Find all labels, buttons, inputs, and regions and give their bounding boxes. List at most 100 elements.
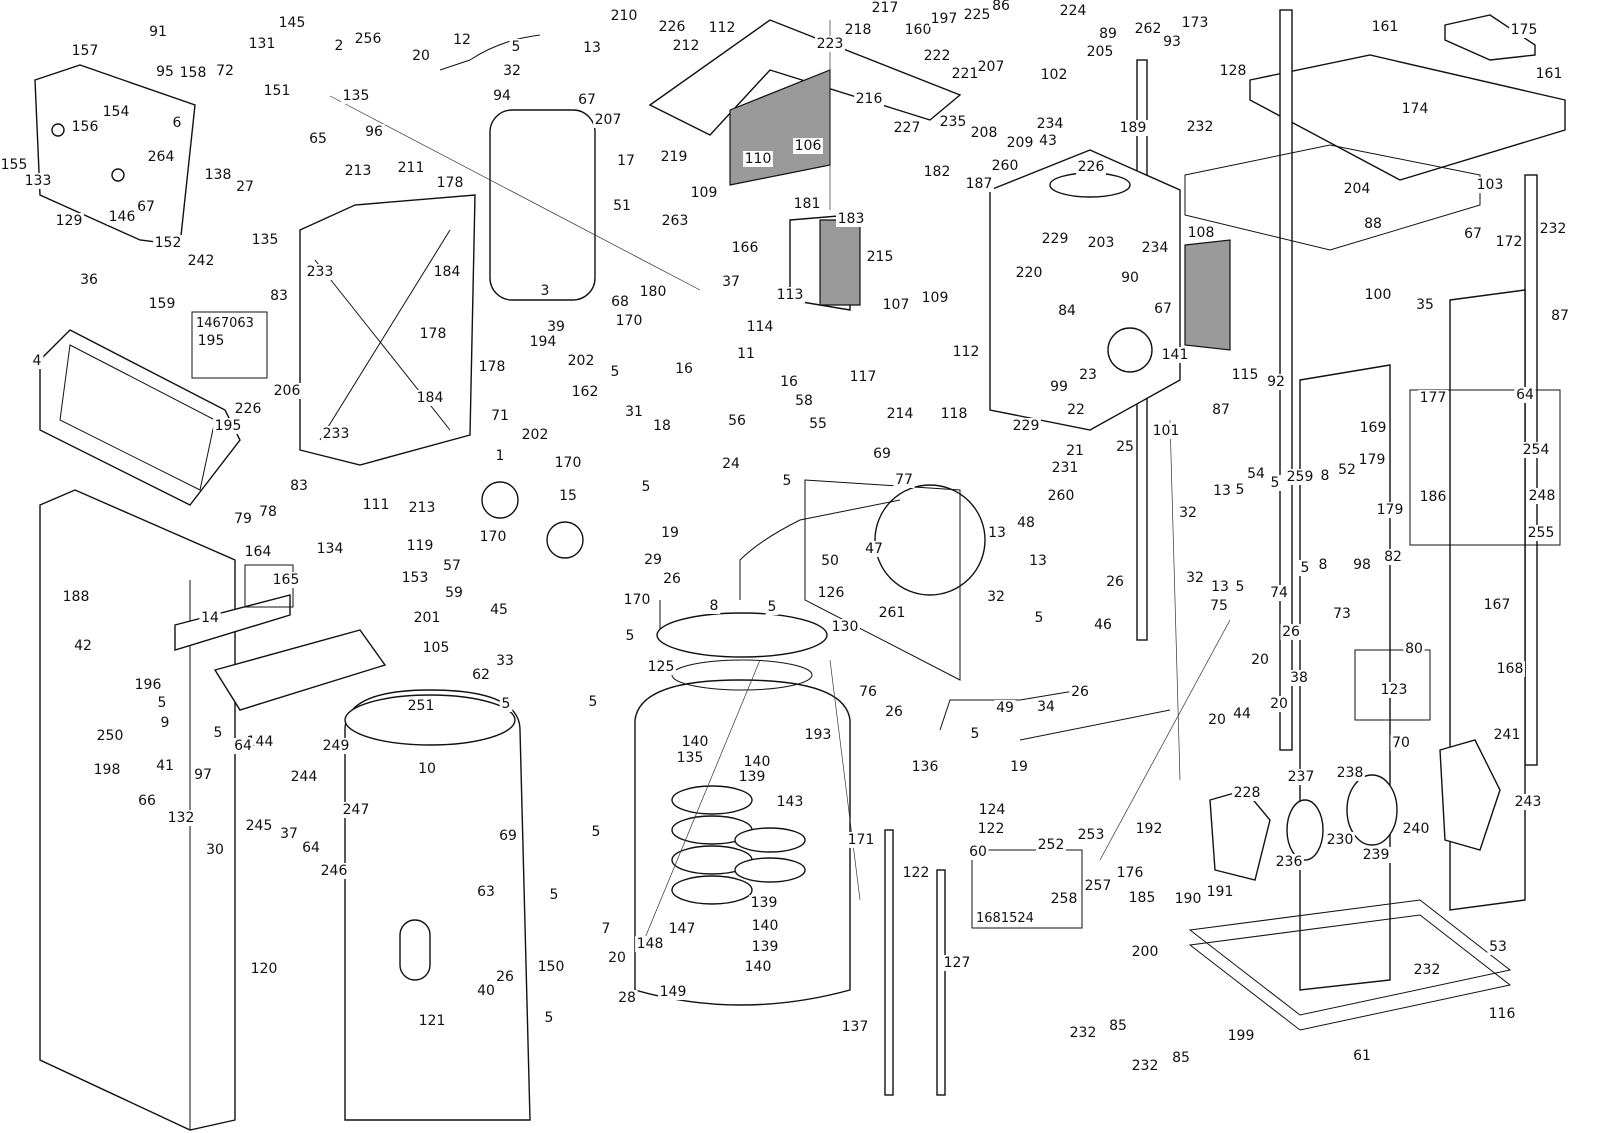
part-number-label: 26: [1071, 684, 1089, 700]
part-number-label: 82: [1384, 549, 1402, 565]
part-number-label: 54: [1247, 466, 1265, 482]
part-label-background: [1035, 116, 1065, 132]
part-label-background: [1008, 759, 1030, 775]
part-label-background: [1370, 19, 1400, 35]
part-label-background: [211, 725, 225, 741]
part-label-background: [421, 640, 451, 656]
part-number-label: 60: [969, 844, 987, 860]
part-label-background: [497, 828, 519, 844]
part-number-label: 179: [1377, 502, 1404, 518]
part-number-label: 88: [1364, 216, 1382, 232]
part-label-background: [475, 983, 497, 999]
part-number-label: 69: [499, 828, 517, 844]
part-number-label: 226: [235, 401, 262, 417]
front-panel: [39, 329, 241, 506]
part-number-label: 16: [780, 374, 798, 390]
part-number-label: 233: [307, 264, 334, 280]
part-label-background: [1265, 374, 1287, 390]
top-cover: [1249, 14, 1566, 181]
part-number-label: 101: [1153, 423, 1180, 439]
part-number-label: 226: [659, 19, 686, 35]
part-label-background: [1177, 505, 1199, 521]
part-label-background: [1037, 133, 1059, 149]
part-label-background: [1205, 884, 1235, 900]
part-label-background: [942, 955, 972, 971]
part-label-background: [204, 842, 226, 858]
part-label-background: [1357, 452, 1387, 468]
part-label-background: [441, 558, 463, 574]
part-label-background: [244, 818, 274, 834]
part-label-background: [1521, 442, 1551, 458]
part-label-background: [1527, 488, 1557, 504]
part-label-background: [78, 272, 100, 288]
part-number-label: 240: [1403, 821, 1430, 837]
part-number-label: 258: [1051, 891, 1078, 907]
part-number-label: 245: [246, 818, 273, 834]
part-label-background: [735, 346, 757, 362]
part-number-label: 5: [512, 39, 521, 55]
part-number-label: 260: [1048, 488, 1075, 504]
part-label-background: [1130, 944, 1160, 960]
part-number-label: 247: [343, 802, 370, 818]
part-number-label: 18: [653, 418, 671, 434]
part-label-background: [1048, 379, 1070, 395]
part-label-background: [840, 1019, 870, 1035]
part-number-label: 251: [408, 698, 435, 714]
part-number-label: 38: [1290, 670, 1308, 686]
part-number-label: 5: [592, 824, 601, 840]
part-label-background: [749, 895, 779, 911]
part-number-label: 5: [642, 479, 651, 495]
part-number-label: 243: [1515, 794, 1542, 810]
part-number-label: 59: [445, 585, 463, 601]
part-label-background: [520, 427, 550, 443]
part-label-background: [1186, 225, 1216, 241]
part-number-label: 20: [608, 950, 626, 966]
part-label-background: [262, 83, 292, 99]
part-label-background: [1209, 579, 1231, 595]
part-label-background: [1039, 67, 1069, 83]
part-number-label: 93: [1163, 34, 1181, 50]
part-label-background: [166, 810, 196, 826]
part-number-label: 214: [887, 406, 914, 422]
part-number-label: 13: [988, 525, 1006, 541]
part-number-label: 42: [74, 638, 92, 654]
part-number-label: 71: [491, 408, 509, 424]
part-label-background: [964, 176, 994, 192]
part-label-background: [417, 1013, 447, 1029]
part-number-label: 39: [547, 319, 565, 335]
part-number-label: 152: [155, 235, 182, 251]
part-label-background: [1056, 303, 1078, 319]
part-number-label: 61: [1353, 1048, 1371, 1064]
part-label-background: [922, 164, 952, 180]
part-label-background: [608, 364, 622, 380]
part-label-background: [707, 20, 737, 36]
part-label-background: [361, 497, 391, 513]
part-label-background: [247, 36, 277, 52]
part-number-label: 5: [768, 599, 777, 615]
part-number-label: 212: [673, 38, 700, 54]
part-label-background: [214, 63, 236, 79]
part-label-background: [1140, 240, 1170, 256]
part-number-label: 56: [728, 413, 746, 429]
part-number-label: 26: [496, 969, 514, 985]
part-label-background: [470, 667, 492, 683]
part-number-label: 90: [1121, 270, 1139, 286]
part-number-label: 26: [1282, 624, 1300, 640]
part-number-label: 219: [661, 149, 688, 165]
part-number-label: 77: [895, 472, 913, 488]
part-label-background: [1475, 177, 1505, 193]
part-number-label: 34: [1037, 699, 1055, 715]
part-number-label: 86: [992, 0, 1010, 14]
part-label-background: [1040, 231, 1070, 247]
part-number-label: 55: [809, 416, 827, 432]
part-label-background: [581, 40, 603, 56]
part-label-background: [671, 38, 701, 54]
part-label-background: [843, 22, 873, 38]
part-number-label: 67: [578, 92, 596, 108]
part-label-background: [192, 767, 214, 783]
part-number-label: 21: [1066, 443, 1084, 459]
boiler-casing: [989, 149, 1181, 431]
part-number-label: 64: [1516, 387, 1534, 403]
part-number-label: 35: [1416, 297, 1434, 313]
part-number-label: 161: [1372, 19, 1399, 35]
